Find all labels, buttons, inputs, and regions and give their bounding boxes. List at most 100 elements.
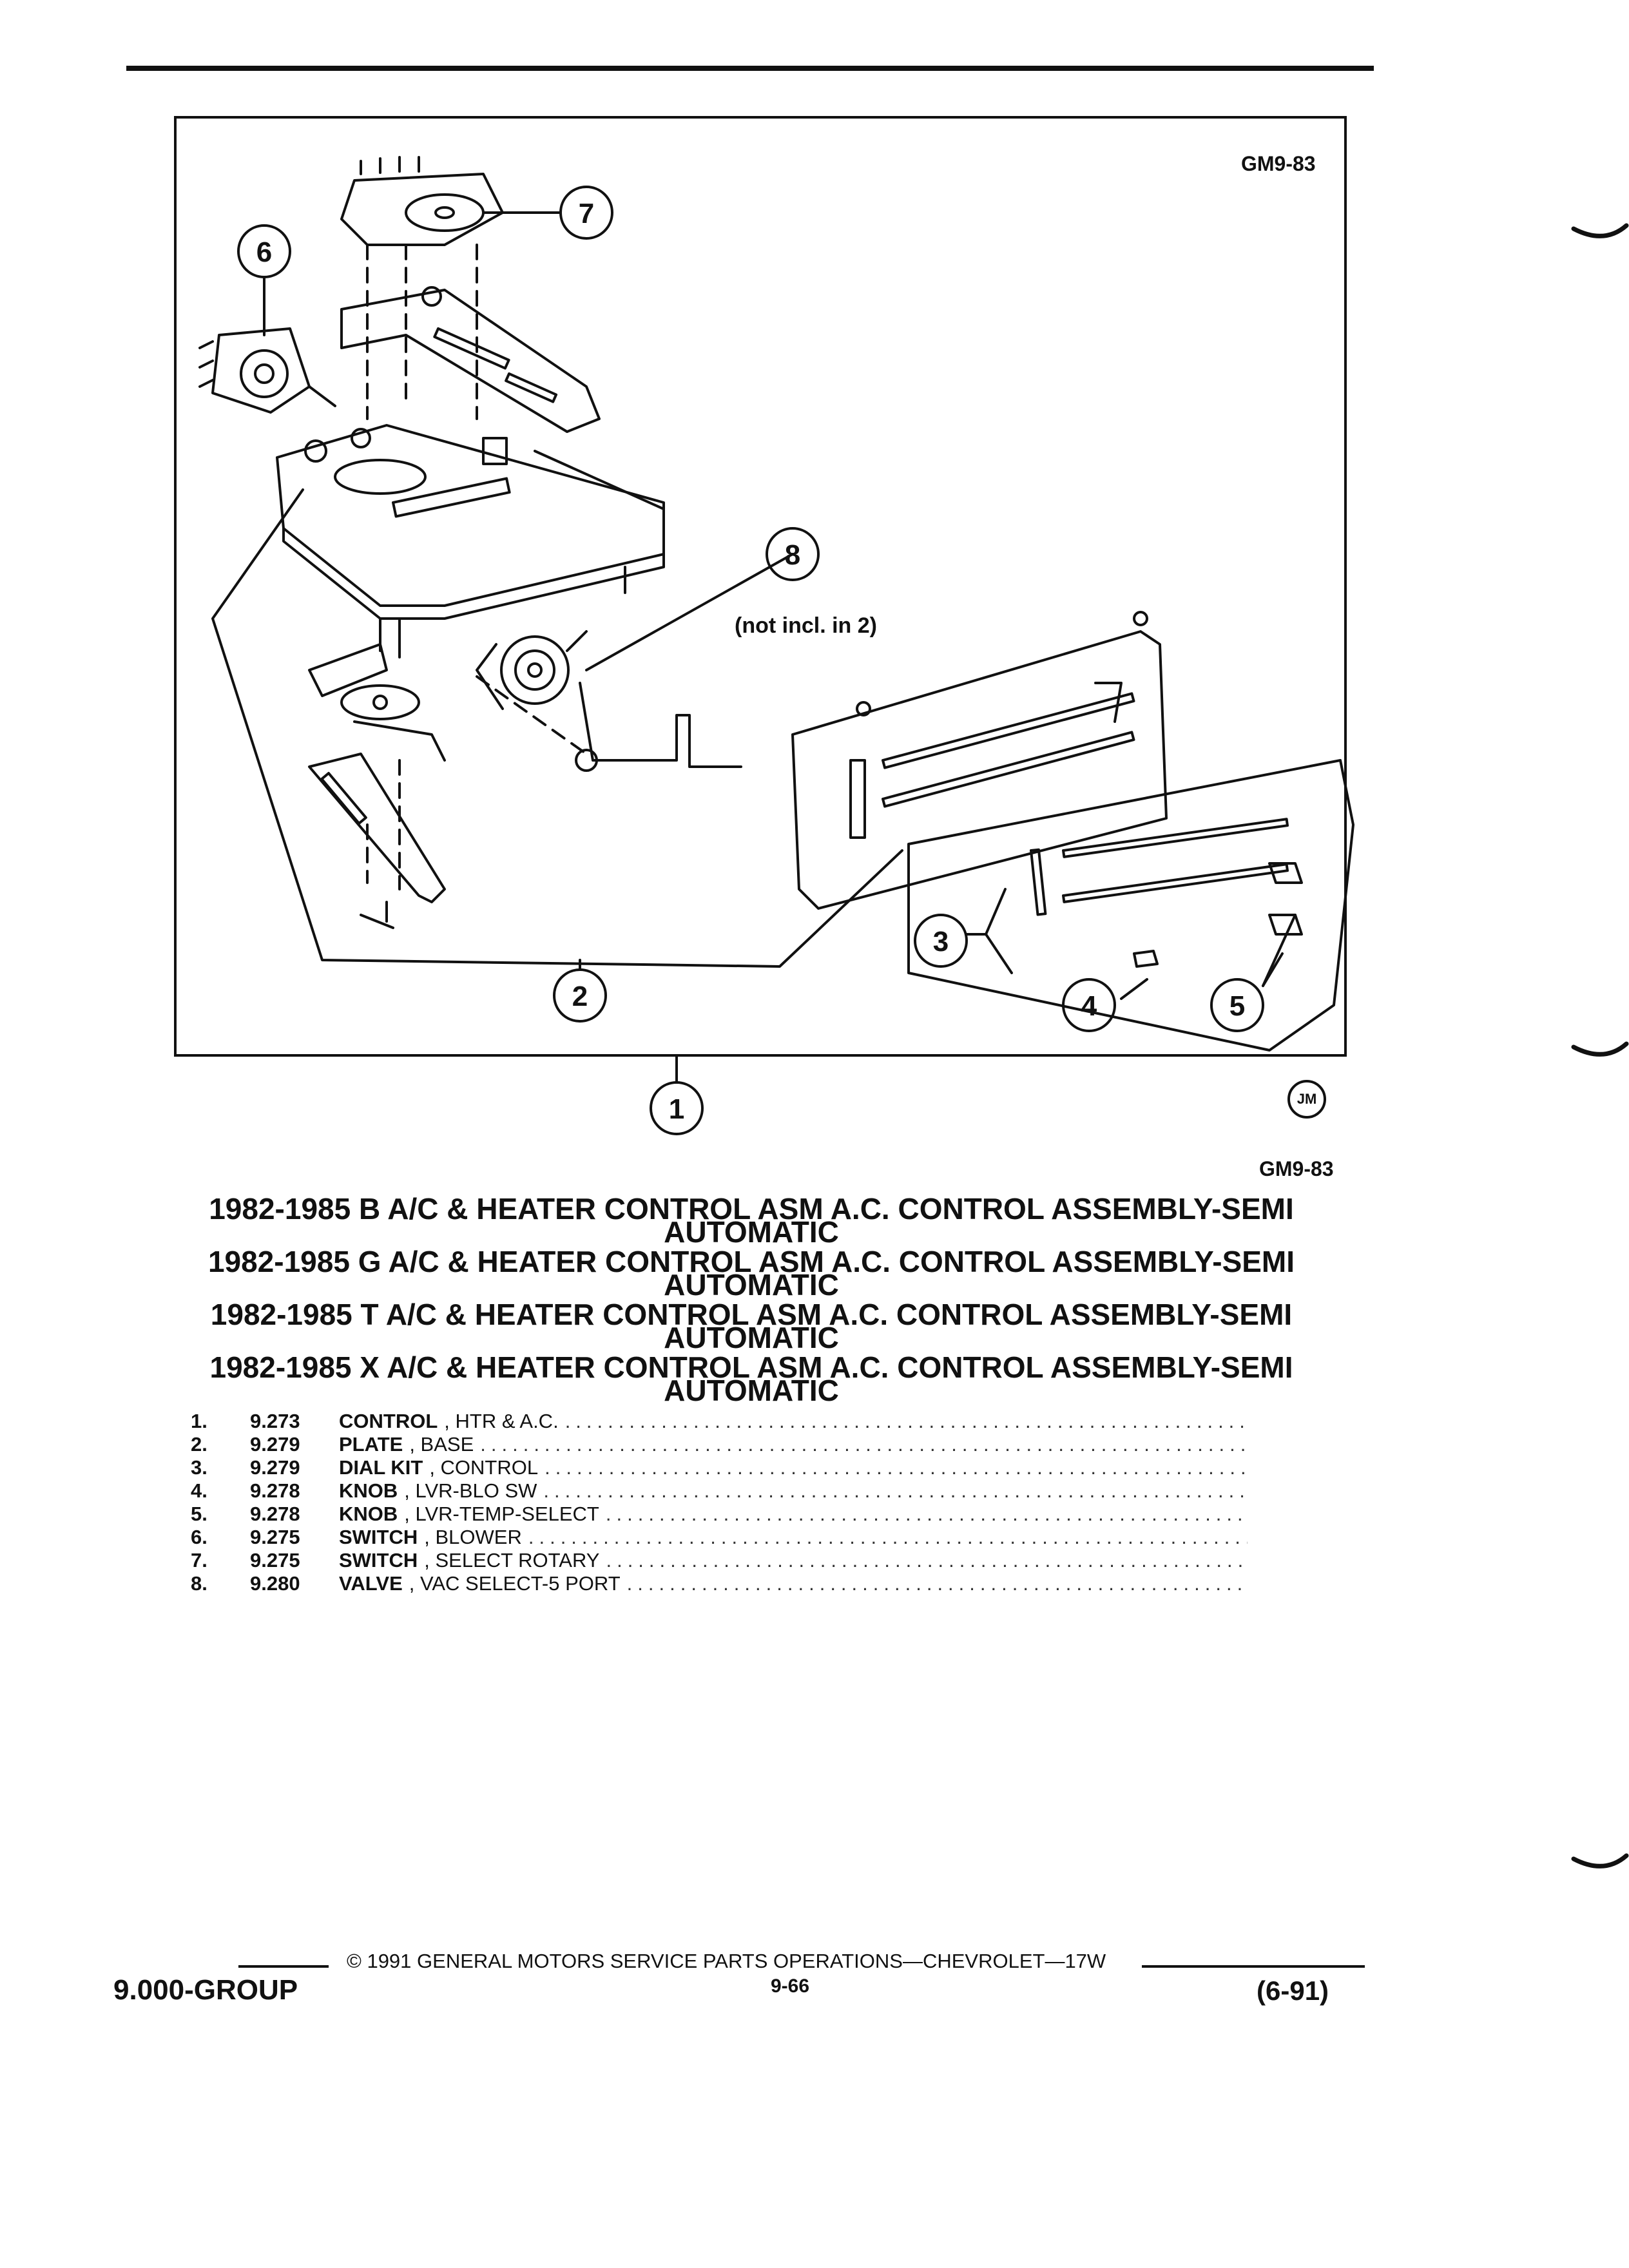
leader-dots: ........................................… <box>605 1503 1248 1525</box>
binding-marks <box>1571 223 1629 1869</box>
application-entry: 1982-1985 T A/C & HEATER CONTROL ASM A.C… <box>191 1298 1312 1354</box>
callout-4 <box>1062 978 1116 1032</box>
callout-5 <box>1210 978 1264 1032</box>
callout-7-label: 7 <box>579 198 594 229</box>
leader-dots: ........................................… <box>528 1526 1248 1548</box>
application-list: 1982-1985 B A/C & HEATER CONTROL ASM A.C… <box>191 1194 1312 1408</box>
binding-mark-3 <box>1571 1853 1629 1869</box>
application-subtitle: AUTOMATIC <box>664 1374 839 1407</box>
callout-8-label: 8 <box>785 539 800 571</box>
blower-switch-drawing <box>198 327 336 414</box>
part-description: , SELECT ROTARY <box>424 1549 600 1571</box>
figure-code-bottom: GM9-83 <box>1259 1157 1334 1180</box>
part-number: 7. <box>191 1549 207 1571</box>
footer-copyright: © 1991 GENERAL MOTORS SERVICE PARTS OPER… <box>347 1950 1106 1972</box>
part-name: KNOB <box>339 1479 398 1502</box>
part-row: 7. 9.275 SWITCH , SELECT ROTARY ........… <box>191 1549 1248 1572</box>
callout-3-label: 3 <box>933 926 949 957</box>
not-included-note: (not incl. in 2) <box>735 613 877 638</box>
part-row: 6. 9.275 SWITCH , BLOWER ...............… <box>191 1526 1248 1549</box>
dial-kit-drawing <box>907 759 1354 1052</box>
lower-lever-drawing <box>308 753 446 929</box>
part-description: , BASE <box>409 1433 474 1456</box>
callout-2 <box>553 968 607 1023</box>
part-name: PLATE <box>339 1433 403 1456</box>
part-number: 2. <box>191 1433 207 1456</box>
jm-badge: JM <box>1287 1080 1326 1119</box>
part-row: 2. 9.279 PLATE , BASE ..................… <box>191 1433 1248 1456</box>
part-description: , LVR-TEMP-SELECT <box>404 1503 599 1525</box>
part-row: 4. 9.278 KNOB , LVR-BLO SW .............… <box>191 1479 1248 1503</box>
leader-dots: ........................................… <box>626 1572 1248 1595</box>
footer-rule-left <box>238 1965 329 1968</box>
leader-dots: ........................................… <box>606 1549 1248 1571</box>
link-rod-drawing <box>476 675 742 772</box>
part-description: , VAC SELECT-5 PORT <box>409 1572 621 1595</box>
callout-7 <box>559 186 613 240</box>
base-plate-drawing <box>276 424 665 658</box>
footer-page-number: 9-66 <box>771 1975 810 1997</box>
callout-1 <box>650 1081 704 1135</box>
part-group: 9.279 <box>250 1456 300 1479</box>
part-name: CONTROL <box>339 1410 438 1432</box>
leader-dots: ........................................… <box>545 1456 1248 1479</box>
part-number: 6. <box>191 1526 207 1548</box>
part-description: , BLOWER <box>424 1526 522 1548</box>
part-name: SWITCH <box>339 1549 418 1571</box>
part-number: 1. <box>191 1410 207 1432</box>
part-number: 3. <box>191 1456 207 1479</box>
part-row: 1. 9.273 CONTROL , HTR & A.C. ..........… <box>191 1410 1248 1433</box>
part-name: KNOB <box>339 1503 398 1525</box>
callout-4-label: 4 <box>1081 990 1097 1022</box>
part-number: 4. <box>191 1479 207 1502</box>
part-name: SWITCH <box>339 1526 418 1548</box>
slide-bracket-drawing <box>340 286 601 433</box>
part-group: 9.278 <box>250 1479 300 1502</box>
part-group: 9.275 <box>250 1549 300 1571</box>
figure-frame <box>174 116 1347 1057</box>
application-entry: 1982-1985 G A/C & HEATER CONTROL ASM A.C… <box>191 1245 1312 1302</box>
callout-circles <box>237 186 1264 1135</box>
vacuum-valve-drawing <box>476 630 588 710</box>
callout-8 <box>766 527 820 581</box>
top-rule <box>126 66 1374 71</box>
part-group: 9.278 <box>250 1503 300 1525</box>
application-entry: 1982-1985 X A/C & HEATER CONTROL ASM A.C… <box>191 1350 1312 1407</box>
part-row: 5. 9.278 KNOB , LVR-TEMP-SELECT ........… <box>191 1503 1248 1526</box>
leader-dots: ........................................… <box>480 1433 1248 1456</box>
exploded-parts-diagram: 1 2 3 4 5 6 7 8 <box>198 156 1354 1135</box>
binding-mark-2 <box>1571 1041 1629 1057</box>
lever-arm-drawing <box>308 643 446 762</box>
part-group: 9.279 <box>250 1433 300 1456</box>
part-description: , LVR-BLO SW <box>404 1479 537 1502</box>
application-title: 1982-1985 T A/C & HEATER CONTROL ASM A.C… <box>210 1298 1293 1331</box>
callout-1-label: 1 <box>669 1093 684 1125</box>
footer-date: (6-91) <box>1257 1975 1329 2006</box>
part-number: 8. <box>191 1572 207 1595</box>
part-name: VALVE <box>339 1572 403 1595</box>
part-description: , HTR & A.C. <box>444 1410 559 1432</box>
binding-mark-1 <box>1571 223 1629 238</box>
part-group: 9.275 <box>250 1526 300 1548</box>
application-subtitle: AUTOMATIC <box>664 1215 839 1249</box>
callout-6 <box>237 224 291 278</box>
part-row: 8. 9.280 VALVE , VAC SELECT-5 PORT .....… <box>191 1572 1248 1595</box>
callout-leaders <box>263 211 1296 1084</box>
select-rotary-switch-drawing <box>340 156 504 420</box>
figure-code-top: GM9-83 <box>1241 152 1316 175</box>
part-row: 3. 9.279 DIAL KIT , CONTROL ............… <box>191 1456 1248 1479</box>
application-title: 1982-1985 X A/C & HEATER CONTROL ASM A.C… <box>209 1350 1293 1384</box>
footer-rule-right <box>1142 1965 1365 1968</box>
application-subtitle: AUTOMATIC <box>664 1268 839 1302</box>
part-name: DIAL KIT <box>339 1456 423 1479</box>
callout-3 <box>914 914 968 968</box>
application-subtitle: AUTOMATIC <box>664 1321 839 1354</box>
application-title: 1982-1985 G A/C & HEATER CONTROL ASM A.C… <box>207 1245 1295 1278</box>
part-number: 5. <box>191 1503 207 1525</box>
plate-outline <box>211 488 903 968</box>
callout-5-label: 5 <box>1229 990 1245 1022</box>
control-panel-drawing <box>791 611 1168 910</box>
part-group: 9.280 <box>250 1572 300 1595</box>
footer-group-label: 9.000-GROUP <box>113 1974 298 2006</box>
part-description: , CONTROL <box>429 1456 539 1479</box>
